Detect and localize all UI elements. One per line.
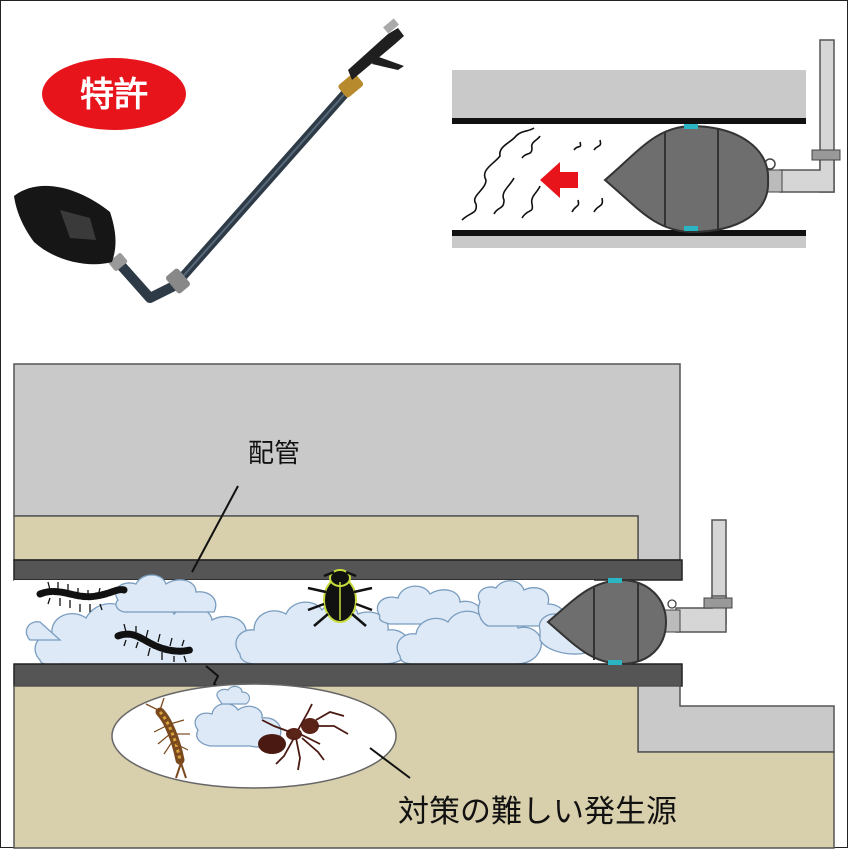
source-label: 対策の難しい発生源 xyxy=(398,794,677,830)
fog-cloud xyxy=(25,574,595,666)
top-schematic xyxy=(452,39,841,248)
centipede-icon xyxy=(36,581,128,612)
spray-direction-arrow-icon xyxy=(540,162,578,198)
source-leader-line xyxy=(369,747,411,779)
patent-badge-text: 特許 xyxy=(80,75,148,115)
sprayer-nozzle-icon xyxy=(14,185,116,265)
centipede-icon xyxy=(114,623,194,663)
insect-source-bubble xyxy=(111,683,397,789)
ant-icon xyxy=(258,703,349,771)
sprayer-tool xyxy=(14,18,404,303)
pipe-leader-line xyxy=(191,485,239,573)
patent-badge: 特許 xyxy=(42,58,186,130)
earwig-icon xyxy=(145,697,190,779)
cross-section xyxy=(13,363,835,849)
pipe-label: 配管 xyxy=(248,439,300,469)
cockroach-icon xyxy=(307,569,373,627)
patent-badge-shape xyxy=(42,58,186,130)
